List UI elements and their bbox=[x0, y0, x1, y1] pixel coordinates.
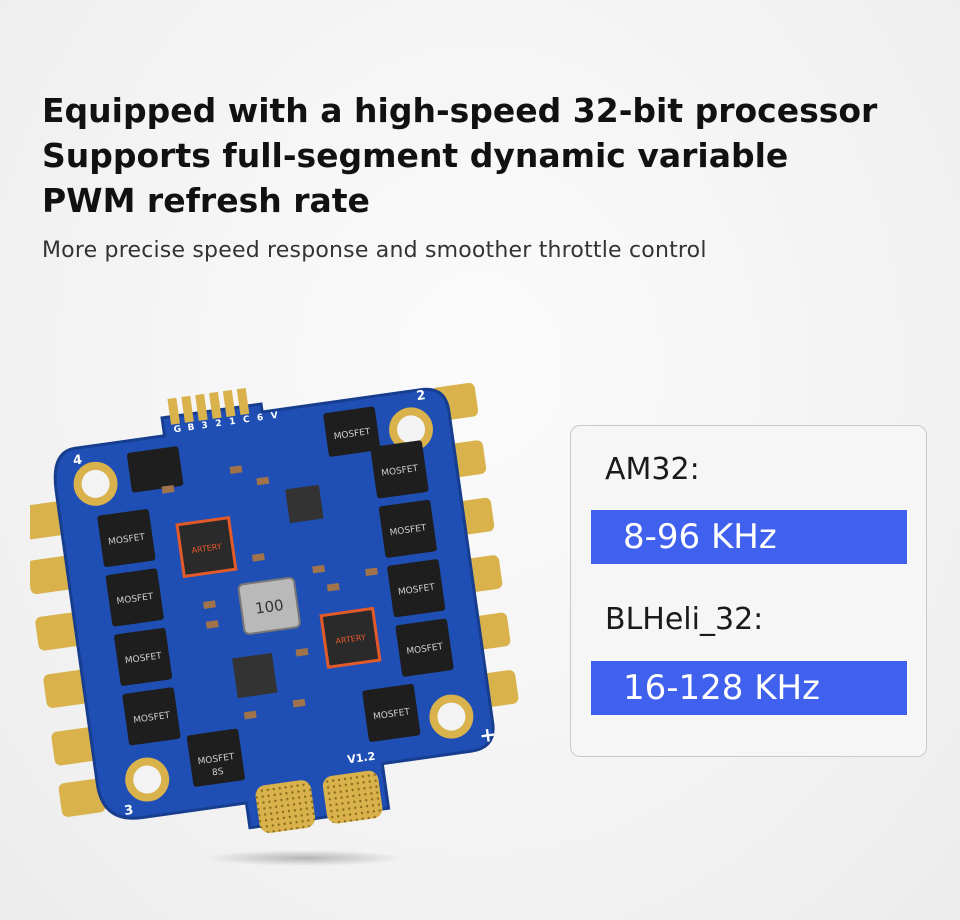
signal-connector bbox=[167, 388, 250, 425]
mounting-holes bbox=[73, 407, 474, 802]
pad-label: 1 bbox=[229, 417, 237, 428]
corner-label: + bbox=[478, 722, 498, 748]
corner-label: 4 bbox=[72, 453, 83, 469]
inductor: 100 bbox=[237, 576, 301, 635]
pad-label: C bbox=[242, 415, 250, 426]
headline: Equipped with a high-speed 32-bit proces… bbox=[42, 88, 877, 223]
pwm-frequency-card: AM32: 8-96 KHz BLHeli_32: 16-128 KHz bbox=[570, 425, 927, 757]
mcu-label: ARTERY bbox=[191, 542, 222, 555]
headline-line-1: Equipped with a high-speed 32-bit proces… bbox=[42, 91, 878, 130]
mosfet-sub-label: 8S bbox=[212, 767, 225, 779]
am32-range-badge: 8-96 KHz bbox=[591, 510, 907, 564]
version-label: V1.2 bbox=[347, 750, 377, 767]
pad-label: 3 bbox=[201, 421, 209, 432]
pad-label: G bbox=[173, 424, 182, 435]
pad-label: V bbox=[270, 411, 278, 422]
board-shadow bbox=[205, 850, 405, 866]
battery-pads bbox=[255, 770, 383, 833]
pad-label: 2 bbox=[215, 419, 223, 430]
blheli32-label: BLHeli_32: bbox=[605, 602, 764, 637]
corner-label: 2 bbox=[416, 388, 427, 404]
smd-components bbox=[161, 465, 378, 720]
mcu-chips bbox=[175, 484, 382, 699]
corner-label: 3 bbox=[123, 803, 134, 819]
subheadline: More precise speed response and smoother… bbox=[42, 238, 707, 263]
left-motor-pads bbox=[30, 501, 106, 817]
pad-label: 6 bbox=[256, 413, 264, 424]
blheli32-range-badge: 16-128 KHz bbox=[591, 661, 907, 715]
svg-text:100: 100 bbox=[254, 596, 285, 618]
pad-label: B bbox=[187, 423, 195, 434]
headline-line-3: PWM refresh rate bbox=[42, 181, 370, 220]
mosfet-chips bbox=[97, 406, 454, 787]
headline-line-2: Supports full-segment dynamic variable bbox=[42, 136, 789, 175]
esc-board-image: 100 MOSFET MOSFET MOSFET MOSFET MOSFET 8… bbox=[30, 382, 519, 866]
am32-label: AM32: bbox=[605, 452, 700, 487]
mcu-label: ARTERY bbox=[335, 633, 366, 646]
